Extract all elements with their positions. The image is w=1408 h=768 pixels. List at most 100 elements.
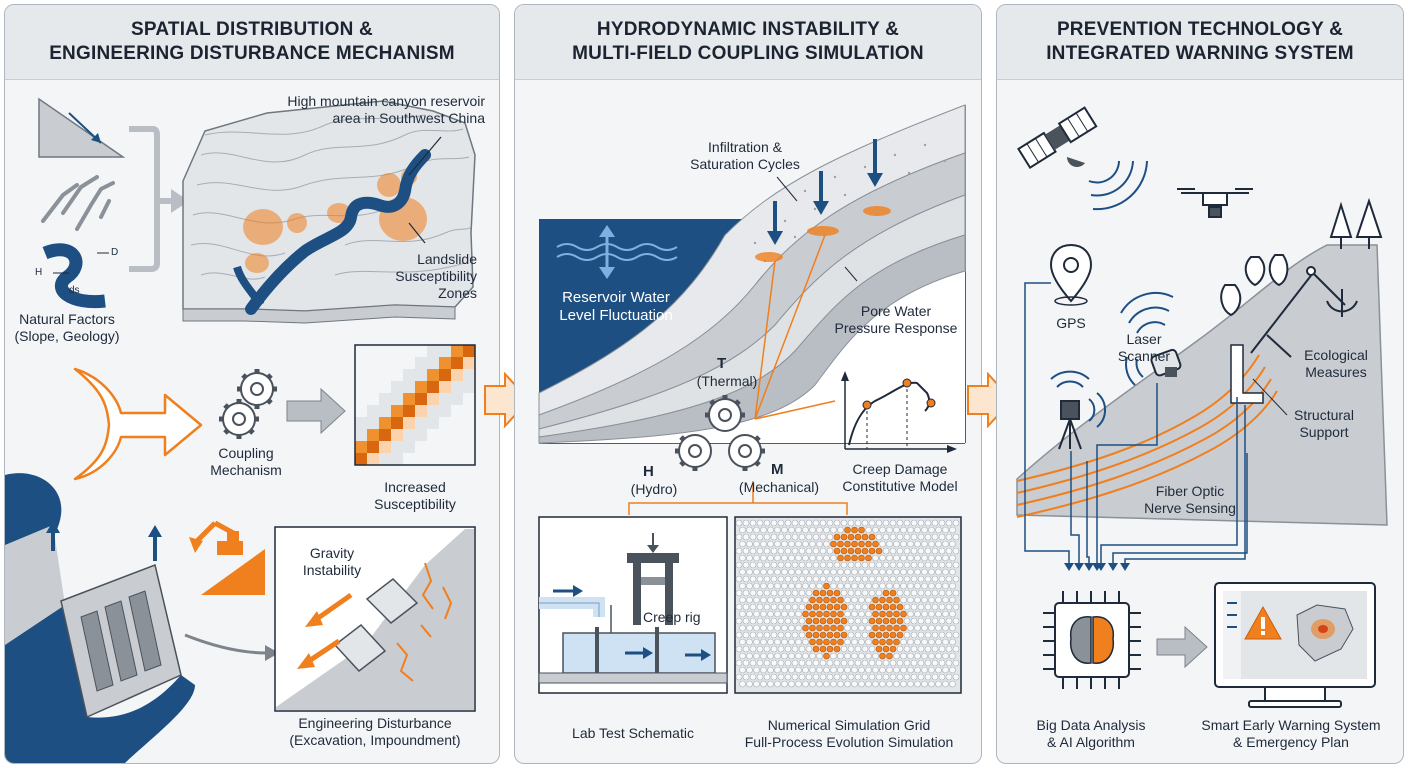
particle [760,596,767,604]
particle [942,554,949,562]
signal-waves [1088,160,1148,211]
particle [795,554,802,562]
particle [819,533,827,541]
particle [844,680,851,688]
particle [914,568,921,576]
particle [742,519,750,527]
particle [816,666,823,674]
particle [847,547,855,555]
particle [872,624,879,632]
particle [949,610,956,618]
particle [945,659,953,667]
particle [935,638,942,646]
particle [872,526,879,534]
particle [781,652,788,660]
particle [812,617,820,625]
particle [749,589,757,597]
particle [781,526,788,534]
heatmap-cell [451,381,463,393]
particle [830,666,837,674]
particle [910,659,918,667]
particle [840,603,848,611]
particle [935,554,942,562]
curved-arrow [184,633,268,655]
particle [735,575,743,583]
particle [861,575,869,583]
particle [865,596,872,604]
particle [833,659,841,667]
heatmap-cell [463,429,475,441]
particle [739,624,746,632]
particle [865,526,872,534]
particle [886,554,893,562]
particle [861,589,869,597]
particle [756,617,764,625]
particle [935,652,942,660]
creep-rig-label: Creep rig [643,609,701,625]
particle [742,617,750,625]
heatmap-cell [427,381,439,393]
particle [781,554,788,562]
particle [805,589,813,597]
particle [917,547,925,555]
mechanical-letter: M [771,461,784,478]
heatmap-cell [439,405,451,417]
heatmap-cell [439,429,451,441]
particle [830,680,837,688]
particle [805,645,813,653]
warning-icon [1244,605,1282,640]
heatmap-icon [354,344,476,466]
particle [889,561,897,569]
particle [791,519,799,527]
particle [805,603,813,611]
particle [921,526,928,534]
particle [830,582,837,590]
heatmap-cell [355,417,367,429]
particle [840,631,848,639]
particle [833,617,841,625]
particle [935,610,942,618]
particle [840,547,848,555]
particle [749,575,757,583]
particle [826,519,834,527]
particle [826,547,834,555]
particle [917,589,925,597]
particle [914,610,921,618]
particle [844,624,851,632]
heatmap-cell [355,381,367,393]
particle [889,547,897,555]
particle [893,568,900,576]
particle [847,631,855,639]
particle [893,596,900,604]
laser-scanner-icon [1150,348,1182,377]
particle [854,519,862,527]
gps-pin-icon [1049,243,1093,306]
particle [802,596,809,604]
particle [816,610,823,618]
heatmap-cell [415,441,427,453]
particle [907,554,914,562]
particle [861,533,869,541]
particle [739,526,746,534]
particle [781,680,788,688]
particle [847,617,855,625]
particle [767,666,774,674]
particle [854,617,862,625]
particle [900,526,907,534]
particle [844,582,851,590]
particle [893,526,900,534]
particle [889,519,897,527]
particle [949,680,956,688]
particle [868,533,876,541]
particle [882,659,890,667]
particle [945,589,953,597]
heatmap-cell [439,369,451,381]
panel1-title-line1: SPATIAL DISTRIBUTION & [131,19,373,40]
structural-support-icon [1230,344,1288,416]
particle [917,645,925,653]
particle-grid-icon [734,516,962,694]
particle [749,659,757,667]
heatmap-cell [415,345,427,357]
particle [788,540,795,548]
particle [889,575,897,583]
